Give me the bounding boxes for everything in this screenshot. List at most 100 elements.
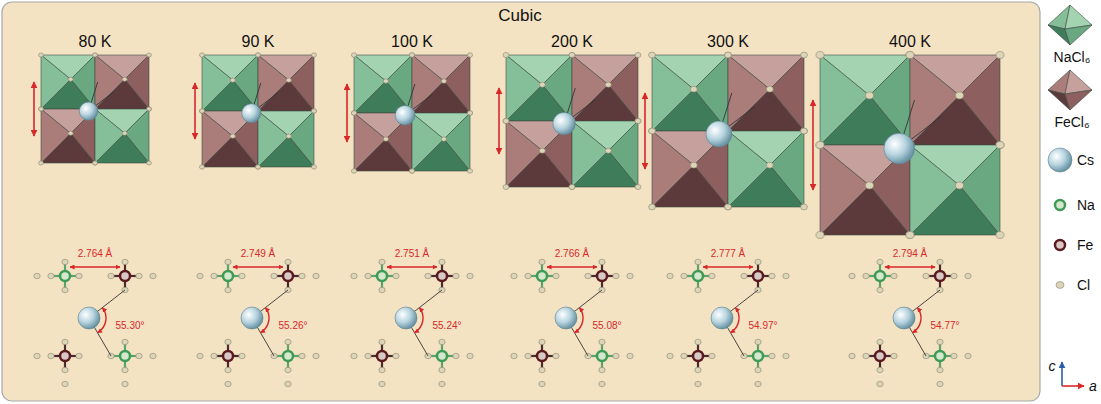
cl-atom bbox=[39, 53, 44, 57]
cl-atom bbox=[539, 339, 545, 344]
cl-atom bbox=[93, 161, 98, 165]
fe-atom bbox=[1055, 240, 1065, 250]
cl-atom bbox=[877, 367, 883, 372]
angle-arc bbox=[731, 308, 739, 333]
a-axis-arrow bbox=[1062, 385, 1084, 387]
cl-atom bbox=[725, 204, 732, 210]
cl-atom bbox=[816, 52, 824, 59]
lattice-arrow bbox=[812, 100, 814, 190]
na-atom bbox=[935, 351, 945, 361]
cl-atom bbox=[627, 353, 633, 358]
cl-atom bbox=[383, 137, 388, 141]
fe-atom bbox=[875, 351, 885, 361]
cl-atom bbox=[467, 273, 473, 278]
octahedron-face bbox=[95, 55, 125, 109]
bond-angle-label: 55.08° bbox=[592, 320, 621, 332]
cl-atom bbox=[379, 259, 385, 264]
cl-atom bbox=[955, 92, 963, 99]
cl-atom bbox=[539, 148, 545, 153]
angle-arc bbox=[575, 308, 583, 333]
cl-atom bbox=[681, 353, 687, 358]
octahedron bbox=[569, 52, 641, 123]
cl-atom bbox=[503, 118, 509, 123]
cl-atom bbox=[996, 52, 1004, 59]
cl-atom bbox=[849, 353, 855, 358]
c-axis-arrow bbox=[1061, 362, 1063, 386]
na-atom bbox=[537, 271, 547, 281]
cl-atom bbox=[62, 259, 68, 264]
cl-atom bbox=[68, 131, 73, 135]
legend-label: Na bbox=[1077, 197, 1095, 213]
cs-atom bbox=[241, 307, 263, 329]
projection bbox=[849, 259, 971, 386]
octahedron-face bbox=[412, 113, 444, 171]
cl-atom bbox=[383, 79, 388, 83]
cl-atom bbox=[635, 52, 641, 57]
bond-angle-label: 54.97° bbox=[748, 320, 777, 332]
cl-atom bbox=[816, 142, 824, 149]
cl-atom bbox=[351, 169, 356, 173]
bond-angle-label: 55.26° bbox=[278, 320, 307, 332]
cl-atom bbox=[62, 339, 68, 344]
cl-atom bbox=[569, 184, 575, 189]
fe-atom bbox=[223, 351, 233, 361]
cl-atom bbox=[76, 273, 82, 278]
na-atom bbox=[60, 271, 70, 281]
cl-atom bbox=[197, 273, 203, 278]
cl-atom bbox=[136, 353, 142, 358]
distance-arrow bbox=[885, 266, 935, 267]
cl-atom bbox=[409, 53, 414, 57]
cl-atom bbox=[667, 353, 673, 358]
cubic-panel bbox=[2, 2, 1040, 401]
cl-atom bbox=[906, 232, 914, 239]
na-atom bbox=[1055, 200, 1065, 210]
cl-atom bbox=[39, 107, 44, 111]
cl-atom bbox=[725, 52, 732, 58]
cl-atom bbox=[585, 273, 591, 278]
octahedron-face bbox=[506, 121, 542, 187]
cl-atom bbox=[766, 162, 773, 168]
legend-label: FeCl₆ bbox=[1054, 114, 1089, 130]
cs-atom bbox=[242, 104, 261, 123]
cl-atom bbox=[503, 184, 509, 189]
cl-atom bbox=[996, 142, 1004, 149]
cl-atom bbox=[877, 339, 883, 344]
fe-atom bbox=[120, 271, 130, 281]
lattice-arrow bbox=[346, 84, 348, 142]
cl-atom bbox=[122, 339, 128, 344]
fe-atom bbox=[437, 271, 447, 281]
cl-atom bbox=[539, 259, 545, 264]
cl-atom bbox=[667, 273, 673, 278]
cl-atom bbox=[863, 353, 869, 358]
cl-atom bbox=[225, 367, 231, 372]
cl-atom bbox=[569, 52, 575, 57]
octahedron-face bbox=[572, 55, 608, 121]
octahedron-face bbox=[728, 131, 770, 207]
temperature-structure bbox=[499, 52, 641, 386]
cl-atom bbox=[863, 273, 869, 278]
cl-atom bbox=[351, 111, 356, 115]
cl-atom bbox=[122, 367, 128, 372]
cl-atom bbox=[539, 381, 545, 386]
bond-length-label: 2.794 Å bbox=[893, 248, 927, 260]
octahedron-face bbox=[728, 55, 770, 131]
temperature-label: 100 K bbox=[391, 33, 433, 51]
cl-atom bbox=[511, 353, 517, 358]
temperature-label: 80 K bbox=[79, 33, 112, 51]
cl-atom bbox=[255, 165, 260, 169]
distance-arrow bbox=[70, 266, 120, 267]
cl-atom bbox=[351, 53, 356, 57]
cl-atom bbox=[365, 273, 371, 278]
cl-atom bbox=[211, 273, 217, 278]
octahedron bbox=[93, 107, 152, 165]
octahedron bbox=[569, 118, 641, 189]
na-atom bbox=[597, 351, 607, 361]
cl-atom bbox=[613, 353, 619, 358]
cl-atom bbox=[365, 353, 371, 358]
fe-atom bbox=[283, 271, 293, 281]
cl-atom bbox=[147, 107, 152, 111]
axis-label: c bbox=[1049, 358, 1056, 374]
cl-atom bbox=[816, 142, 824, 149]
